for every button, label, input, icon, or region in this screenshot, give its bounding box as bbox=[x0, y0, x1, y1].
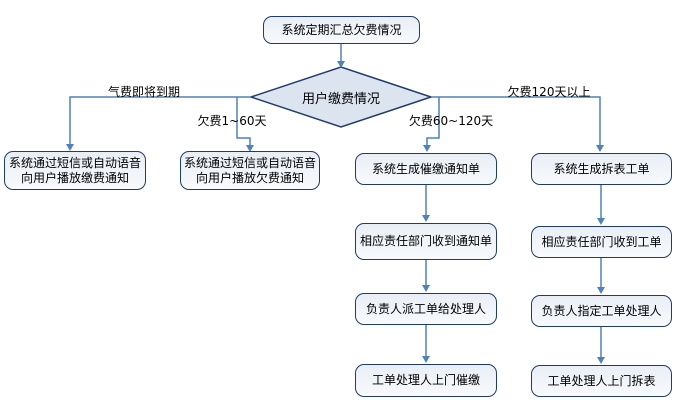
node-designate-handler: 负责人指定工单处理人 bbox=[531, 295, 672, 327]
node-generate-collection-notice: 系统生成催缴通知单 bbox=[355, 153, 497, 185]
node-dept-receive-notice: 相应责任部门收到通知单 bbox=[355, 223, 497, 260]
node-sms-payment-notice: 系统通过短信或自动语音向用户播放缴费通知 bbox=[4, 151, 146, 190]
node-assign-work-order: 负责人派工单给处理人 bbox=[355, 293, 497, 325]
node-dept-receive-order: 相应责任部门收到工单 bbox=[531, 226, 672, 258]
edge-label-1-60-days: 欠费1~60天 bbox=[197, 114, 267, 128]
edge-label-120-plus-days: 欠费120天以上 bbox=[507, 85, 591, 99]
node-sms-arrears-notice: 系统通过短信或自动语音向用户播放欠费通知 bbox=[180, 151, 320, 190]
decision-node-label: 用户缴费情况 bbox=[301, 91, 380, 107]
edge-label-due-soon: 气费即将到期 bbox=[107, 85, 180, 99]
edge-label-60-120-days: 欠费60~120天 bbox=[408, 114, 494, 128]
node-door-collection: 工单处理人上门催缴 bbox=[355, 364, 497, 397]
node-door-removal: 工单处理人上门拆表 bbox=[531, 365, 672, 397]
start-node: 系统定期汇总欠费情况 bbox=[263, 16, 420, 44]
node-generate-removal-order: 系统生成拆表工单 bbox=[531, 153, 672, 185]
